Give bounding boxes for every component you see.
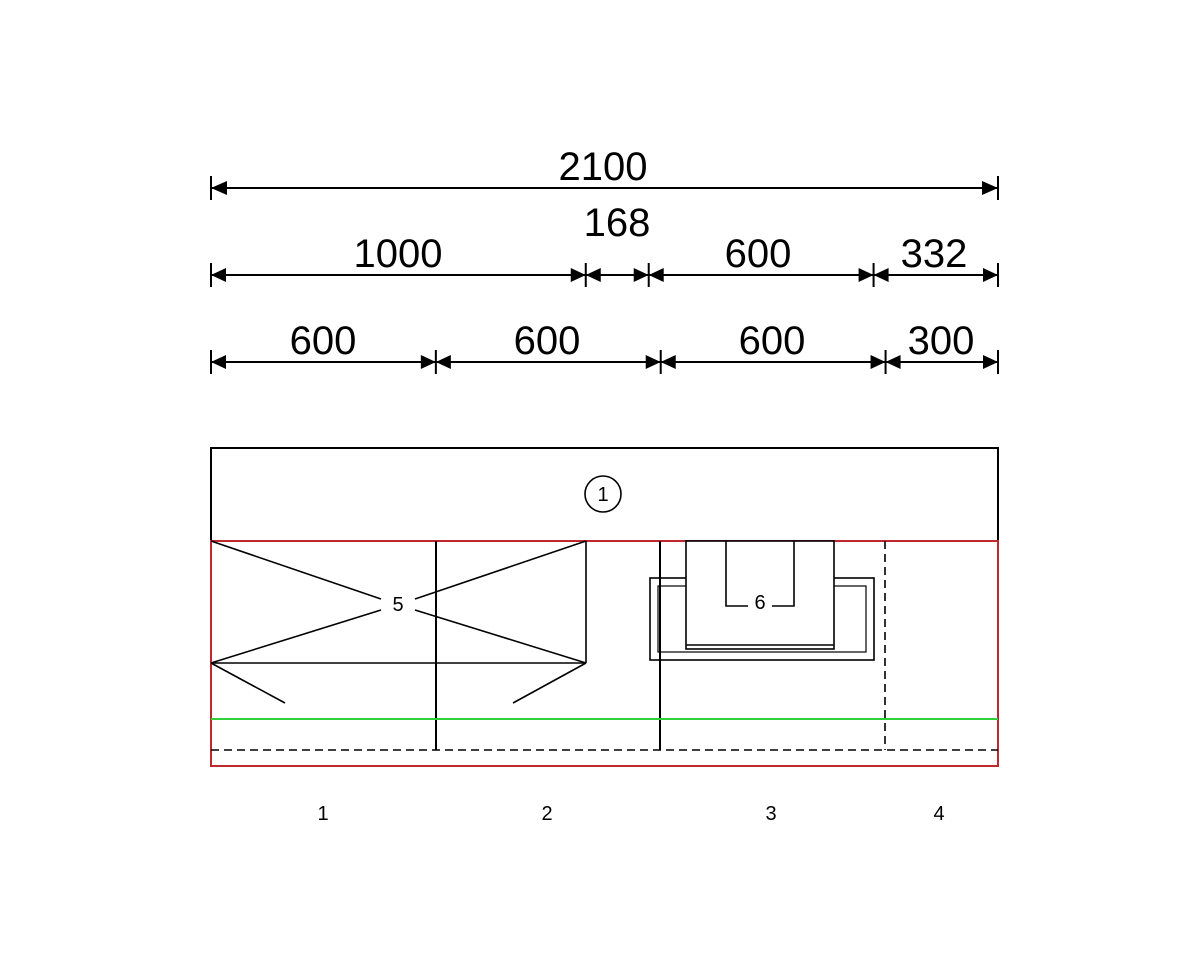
base-units: 5 6 xyxy=(210,540,999,767)
sink-swing-line xyxy=(210,662,286,704)
arrowhead xyxy=(660,355,676,369)
arrowhead xyxy=(873,268,889,282)
dimension-label-1000: 1000 xyxy=(354,232,443,276)
arrowhead xyxy=(983,355,998,369)
wall-unit: 1 xyxy=(210,447,999,542)
sink-cross-line xyxy=(414,540,587,600)
arrowhead xyxy=(435,355,451,369)
hob-label: 6 xyxy=(754,592,765,614)
bay-number-3: 3 xyxy=(765,803,776,825)
sink: 5 xyxy=(210,540,587,704)
worktop-marker-circle xyxy=(584,475,622,513)
sink-swing-line xyxy=(512,662,587,704)
arrowhead xyxy=(870,355,886,369)
arrowhead xyxy=(211,355,226,369)
sink-label: 5 xyxy=(392,594,403,616)
arrowhead xyxy=(648,268,664,282)
dimension-label-300: 300 xyxy=(908,319,975,363)
arrowhead xyxy=(885,355,901,369)
sink-label-bg xyxy=(386,592,410,616)
bay-number-1: 1 xyxy=(317,803,328,825)
dimension-label-168: 168 xyxy=(584,201,651,245)
bay-numbers: 1 2 3 4 xyxy=(317,803,944,825)
dimension-label-total: 2100 xyxy=(559,145,648,189)
dimension-label-600-c: 600 xyxy=(739,319,806,363)
dimension-label-600-a: 600 xyxy=(290,319,357,363)
bay-number-2: 2 xyxy=(541,803,552,825)
hob-appliance: 6 xyxy=(649,540,875,661)
base-unit-outline xyxy=(210,540,999,767)
dimension-row-3: 600 600 600 300 xyxy=(210,319,999,374)
arrowhead xyxy=(983,268,998,282)
dimension-marks xyxy=(210,263,999,287)
arrowhead xyxy=(858,268,874,282)
sink-cross-line xyxy=(210,609,382,664)
arrowhead xyxy=(570,268,586,282)
hob-label-bg xyxy=(748,592,772,614)
dimension-row-2: 1000 168 600 332 xyxy=(210,201,999,287)
arrowhead xyxy=(585,268,601,282)
dimension-row-total: 2100 xyxy=(210,145,999,200)
dimension-label-332: 332 xyxy=(901,232,968,276)
worktop-marker-label: 1 xyxy=(597,484,608,506)
arrowhead xyxy=(420,355,436,369)
sink-cross-line xyxy=(414,609,587,664)
arrowhead xyxy=(633,268,649,282)
arrowhead xyxy=(645,355,661,369)
dimension-label-600: 600 xyxy=(725,232,792,276)
arrowhead xyxy=(211,181,227,195)
bay-number-4: 4 xyxy=(933,803,944,825)
arrowhead xyxy=(982,181,998,195)
sink-cross-line xyxy=(210,540,382,600)
dimension-label-600-b: 600 xyxy=(514,319,581,363)
arrowhead xyxy=(211,268,226,282)
dimension-marks xyxy=(210,350,999,374)
